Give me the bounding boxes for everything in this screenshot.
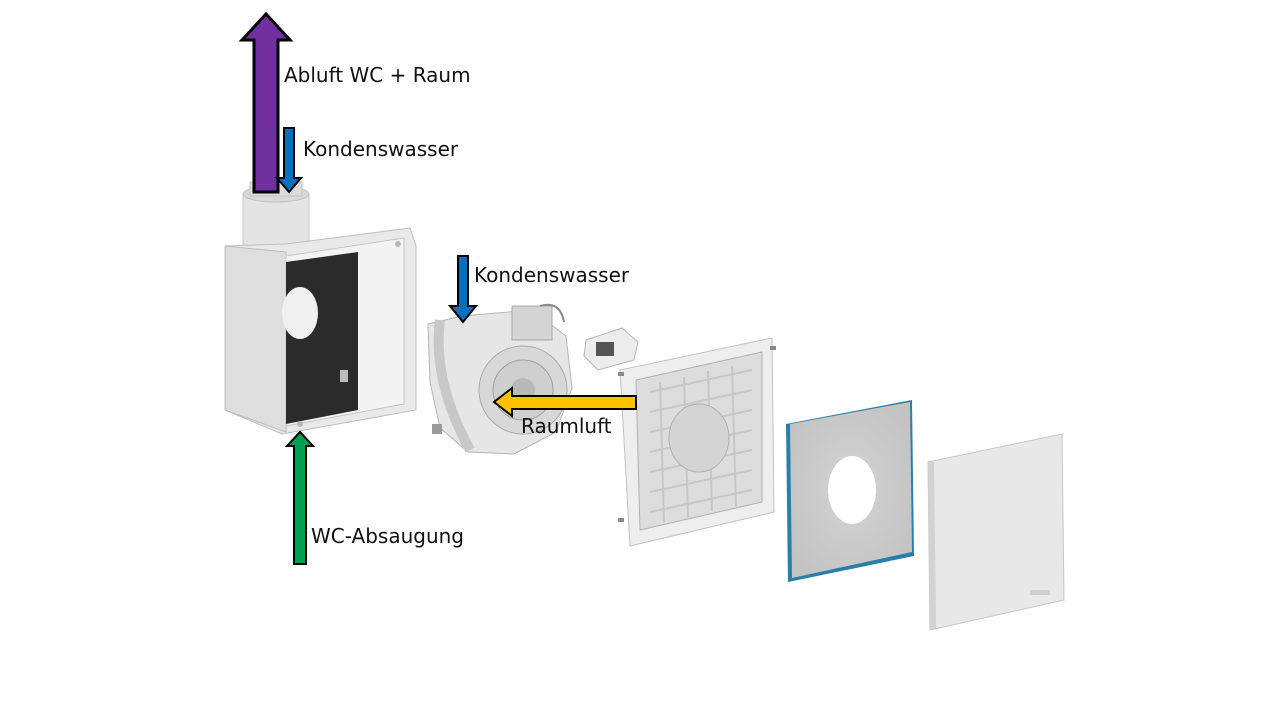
connector-plug <box>583 327 639 371</box>
raumluft-arrow <box>492 385 637 419</box>
kondenswasser-arrow-pipe <box>274 127 304 194</box>
housing-box <box>224 181 417 435</box>
kondenswasser-fan-label: Kondenswasser <box>474 263 630 287</box>
grille-frame <box>618 337 776 547</box>
abluft-label: Abluft WC + Raum <box>284 63 471 87</box>
wc-absaugung-arrow <box>284 430 316 565</box>
cover-plate <box>927 433 1065 631</box>
raumluft-label: Raumluft <box>521 414 612 438</box>
kondenswasser-arrow-fan <box>447 255 479 324</box>
abluft-arrow <box>238 11 294 194</box>
wc-absaugung-label: WC-Absaugung <box>311 524 464 548</box>
kondenswasser-pipe-label: Kondenswasser <box>303 137 459 161</box>
sealing-plate <box>786 400 914 582</box>
